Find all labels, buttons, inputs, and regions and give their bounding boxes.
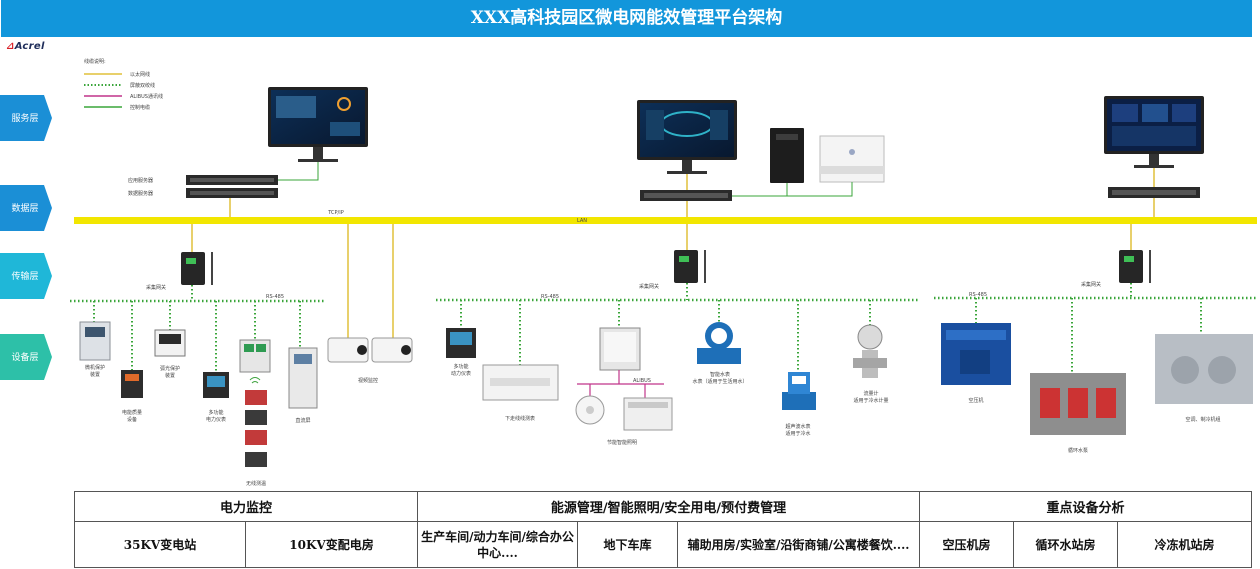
protect-label: 微机保护装置 <box>85 364 105 378</box>
video-label: 视频监控 <box>358 377 378 384</box>
lighting-track-meter <box>482 364 559 401</box>
right-server <box>1108 187 1200 198</box>
multifunction-power-meter-2 <box>446 328 476 358</box>
rs485-label: RS-485 <box>969 292 987 298</box>
air-compressor <box>941 323 1011 385</box>
app-server-label: 应用服务器 <box>128 177 153 184</box>
ultrasonic-water-meter <box>782 372 816 410</box>
layer-service: 服务层 <box>0 95 52 141</box>
layer-data: 数据层 <box>0 185 52 231</box>
dc-screen-label: 直流屏 <box>295 417 310 424</box>
cable-legend: 线缆说明: 以太网线 屏蔽双绞线 ALIBUS通讯线 控制电缆 <box>84 58 163 111</box>
wireless-temp-label: 无线测温 <box>246 480 266 487</box>
circulation-pump <box>1030 373 1126 435</box>
cell-chiller-station: 冷冻机站房 <box>1117 521 1252 568</box>
gateway-2 <box>674 250 706 283</box>
legend-label: 控制电缆 <box>130 104 150 111</box>
microcomputer-protection-device <box>79 321 111 361</box>
occupancy-sensor <box>575 395 605 425</box>
gateway-label: 采集网关 <box>639 283 659 290</box>
flow-meter <box>853 324 887 378</box>
lighting-module <box>623 397 673 431</box>
chiller-label: 空调、制冷机组 <box>1185 416 1220 423</box>
ups-device <box>770 128 804 183</box>
multifunction-power-meter <box>203 372 229 398</box>
rs485-label: RS-485 <box>266 294 284 300</box>
cell-auxiliary: 辅助用房/实验室/沿街商铺/公寓楼餐饮.... <box>677 521 920 568</box>
arc-label: 弧光保护装置 <box>160 365 180 379</box>
camera-1 <box>327 337 369 363</box>
legend-label: 以太网线 <box>130 71 150 78</box>
gateway-label: 采集网关 <box>146 284 166 291</box>
monitor-dashboard-1 <box>268 87 368 162</box>
logo-text: Acrel <box>14 41 45 52</box>
header-energy-management: 能源管理/智能照明/安全用电/预付费管理 <box>417 491 920 522</box>
dc-screen-cabinet <box>288 347 318 409</box>
gateway-3 <box>1119 250 1151 283</box>
wifi-icon <box>249 377 261 384</box>
layer-label: 数据层 <box>11 202 38 214</box>
application-table: 电力监控 能源管理/智能照明/安全用电/预付费管理 重点设备分析 35KV变电站… <box>74 491 1252 568</box>
cell-compressor-room: 空压机房 <box>919 521 1014 568</box>
water-meter-label: 智能水表水表（适用于生活用水） <box>692 371 747 385</box>
layer-device: 设备层 <box>0 334 52 380</box>
alibus-label: ALIBUS <box>633 378 651 384</box>
cell-garage: 地下车库 <box>577 521 678 568</box>
wireless-temp-receiver <box>239 339 271 373</box>
cell-35kv: 35KV变电站 <box>74 521 246 568</box>
header-key-equipment: 重点设备分析 <box>919 491 1252 522</box>
smart-lighting-label: 节能智能照明 <box>607 439 637 446</box>
layer-transport: 传输层 <box>0 253 52 299</box>
legend-label: ALIBUS通讯线 <box>130 93 163 100</box>
monitor-dashboard-2 <box>637 100 737 174</box>
gateway-1 <box>181 252 213 285</box>
layer-label: 传输层 <box>11 270 38 282</box>
page-title: XXX高科技园区微电网能效管理平台架构 <box>1 0 1252 37</box>
camera-2 <box>371 337 413 363</box>
monitor-dashboard-3 <box>1104 96 1204 168</box>
smart-water-meter <box>697 322 741 364</box>
multi-meter-label: 多功能电力仪表 <box>206 409 226 423</box>
app-server <box>186 175 278 185</box>
db-server-label: 数据服务器 <box>128 190 153 197</box>
circ-pump-label: 循环水泵 <box>1068 447 1088 454</box>
lan-bus <box>74 217 1257 224</box>
layer-label: 设备层 <box>11 351 38 363</box>
db-server <box>186 188 278 198</box>
compressor-label: 空压机 <box>968 397 983 404</box>
cell-workshop: 生产车间/动力车间/综合办公中心.... <box>417 521 578 568</box>
multi-meter2-label: 多功能动力仪表 <box>451 363 471 377</box>
legend-title: 线缆说明: <box>84 58 106 65</box>
layer-label: 服务层 <box>11 112 38 124</box>
tcpip-label: TCP/IP <box>327 210 343 216</box>
ultra-water-label: 超声波水表适用于冷水 <box>785 423 810 437</box>
flow-meter-label: 流量计适用于冷水计量 <box>853 390 888 404</box>
center-server <box>640 190 732 201</box>
cell-10kv: 10KV变配电房 <box>245 521 418 568</box>
printer-device <box>819 135 885 183</box>
lan-label: LAN <box>577 218 587 224</box>
wireless-temp-sensor <box>245 390 267 467</box>
acrel-logo: ⊿Acrel <box>6 41 45 52</box>
rs485-label: RS-485 <box>541 294 559 300</box>
smart-panel <box>599 327 641 371</box>
chiller-unit <box>1155 334 1253 404</box>
cell-water-station: 循环水站房 <box>1013 521 1118 568</box>
lighting-ctrl-label: 下走线线测表 <box>505 415 535 422</box>
legend-label: 屏蔽双绞线 <box>130 82 155 89</box>
power-quality-device <box>121 370 143 398</box>
header-power-monitoring: 电力监控 <box>74 491 418 522</box>
gateway-label: 采集网关 <box>1081 281 1101 288</box>
arc-protection-device <box>154 329 186 357</box>
power-quality-label: 电能质量设备 <box>122 409 142 423</box>
